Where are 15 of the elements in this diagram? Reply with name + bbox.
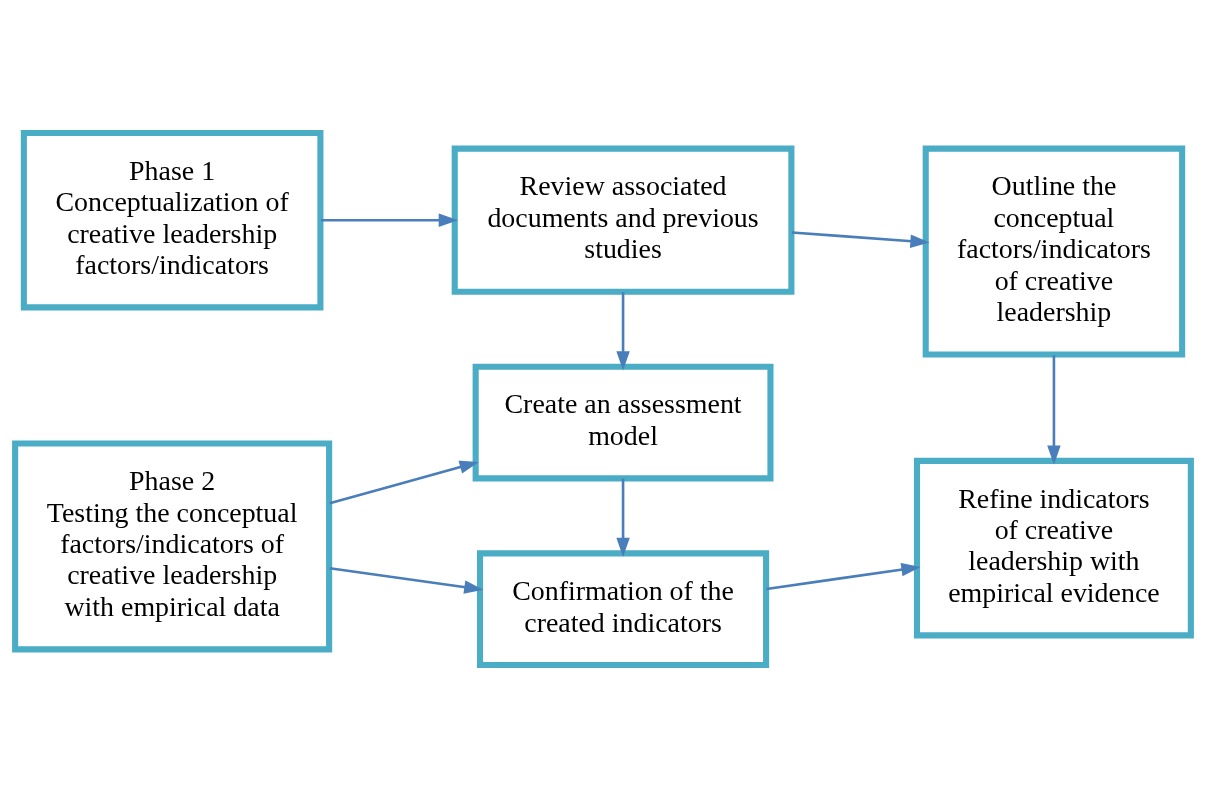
node-box: Refine indicators of creative leadership with empirical evidence	[913, 457, 1194, 638]
arrow	[1047, 354, 1061, 465]
arrow	[616, 478, 630, 557]
arrow	[321, 212, 458, 227]
arrow	[329, 460, 479, 505]
node-box: Outline the conceptual factors/indicators of creative leadership	[922, 145, 1186, 358]
arrow	[329, 566, 484, 594]
arrow	[616, 291, 630, 370]
arrow	[766, 562, 921, 590]
node-box: Review associated documents and previous studies	[451, 145, 795, 295]
node-box: Phase 2 Testing the conceptual factors/indicators of creative leadership with empirical data	[12, 439, 333, 652]
arrow	[791, 230, 930, 248]
node-box: Create an assessment model	[472, 363, 774, 481]
node-box: Phase 1 Conceptualization of creative leadership factors/indicators	[20, 129, 324, 310]
node-box: Confirmation of the created indicators	[476, 549, 770, 668]
